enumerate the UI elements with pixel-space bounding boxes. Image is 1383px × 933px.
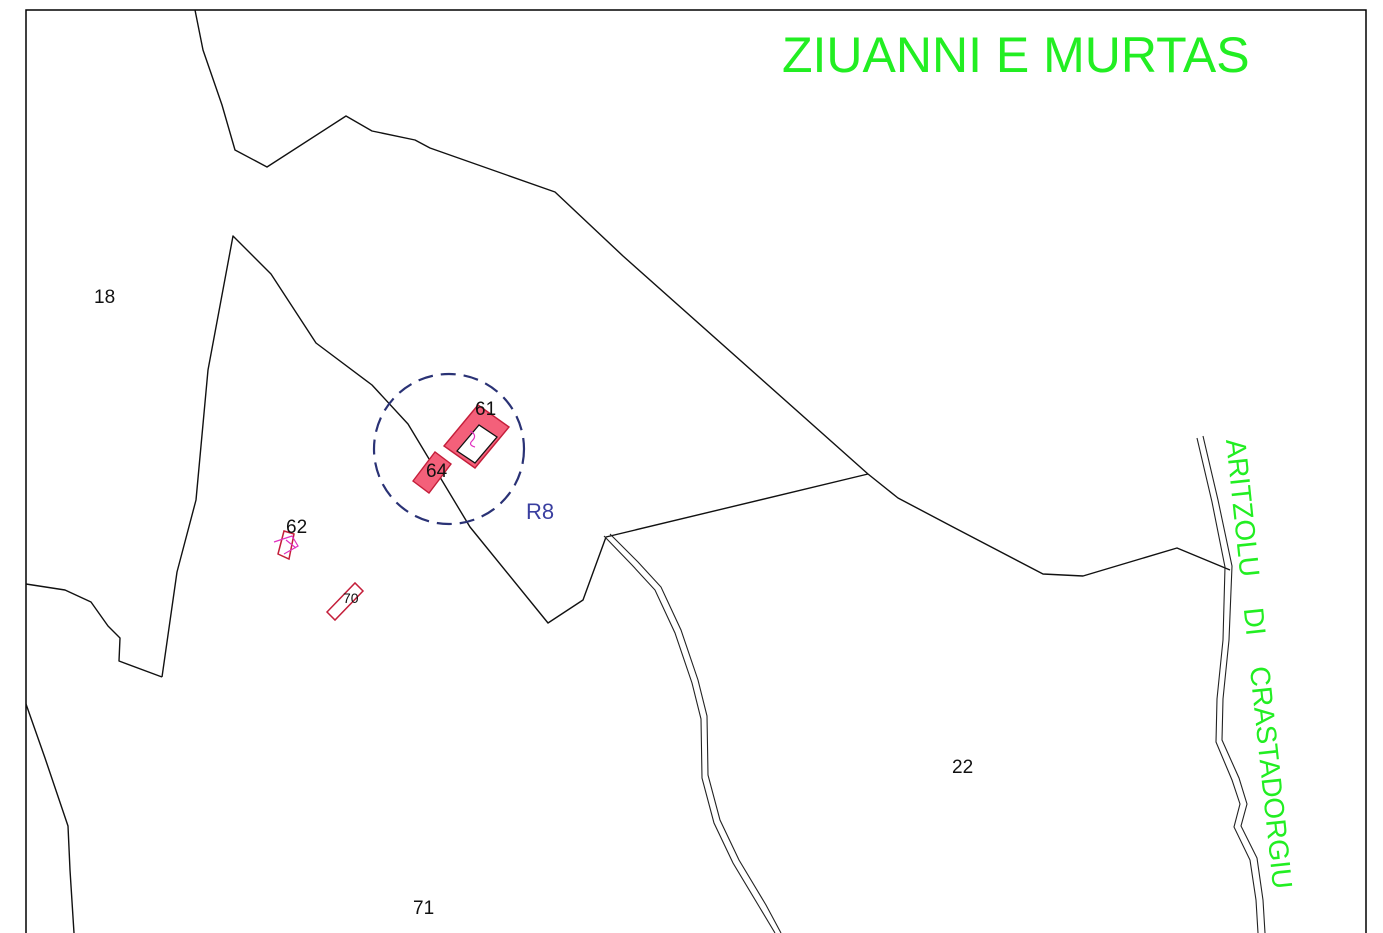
map-frame [25,9,1367,933]
parcel-label-62: 62 [286,517,307,538]
building-64 [412,451,452,494]
road-east-edge-b [1202,435,1266,933]
building-61-mark [469,430,476,448]
boundary-west-edge [25,703,75,933]
place-title: ZIUANNI E MURTAS [782,27,1250,83]
road-central-edge-a [603,535,776,933]
parcel-label-70: 70 [343,590,359,606]
zone-label: R8 [526,499,554,524]
roads [603,435,1266,933]
road-label: ARITZOLU DI CRASTADORGIU [1220,437,1298,890]
building-70 [325,581,365,622]
boundary-central-parcel [161,235,869,678]
parcel-boundaries [25,9,1231,933]
parcel-label-18: 18 [94,287,115,308]
boundary-central-spur [25,583,163,678]
parcel-label-64: 64 [426,461,448,482]
parcel-label-71: 71 [413,898,434,919]
road-central-edge-b [609,533,782,933]
boundary-north-ridge [194,9,1231,577]
building-62 [277,530,295,561]
parcel-label-61: 61 [475,399,496,420]
parcel-label-22: 22 [952,757,973,778]
building-61-courtyard [456,424,498,464]
road-east-edge-a [1196,437,1259,933]
building-62-mark [273,535,299,555]
buildings [273,404,511,622]
zone-r8-circle [372,372,526,526]
